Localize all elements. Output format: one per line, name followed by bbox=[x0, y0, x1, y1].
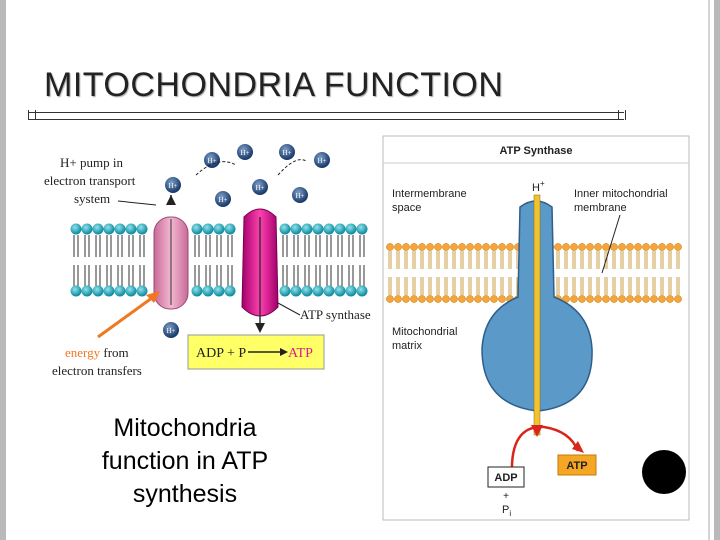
h-ion-icon: H+ bbox=[204, 152, 220, 168]
intermembrane-label-line2: space bbox=[392, 202, 421, 214]
proton-ions: H+ H+ H+ H+ H+ H+ H+ H+ H+ bbox=[163, 144, 330, 338]
title-rule-cap-left bbox=[28, 110, 36, 120]
svg-text:H+: H+ bbox=[295, 192, 304, 200]
reaction-arrow bbox=[510, 425, 580, 476]
atp-synthase-label: ATP synthase bbox=[300, 307, 371, 322]
atp-synthase-figure: ATP Synthase H+ Intermembrane space Inne… bbox=[382, 135, 690, 521]
plus-label: + bbox=[503, 491, 509, 502]
h-ion-icon: H+ bbox=[163, 322, 179, 338]
atp-box bbox=[557, 454, 597, 476]
atp-label: ATP bbox=[566, 460, 587, 472]
adp-label: ADP bbox=[494, 472, 517, 484]
matrix-label-line2: matrix bbox=[392, 340, 422, 352]
reaction-right: ATP bbox=[288, 346, 313, 361]
reaction-left: ADP + P bbox=[196, 346, 246, 361]
slide-frame-left bbox=[0, 0, 6, 540]
svg-text:H+: H+ bbox=[168, 182, 177, 190]
intermembrane-label-line1: Intermembrane bbox=[392, 188, 467, 200]
svg-text:H+: H+ bbox=[282, 149, 291, 157]
proton-label: H+ bbox=[532, 179, 545, 194]
svg-text:H+: H+ bbox=[166, 327, 175, 335]
svg-text:H+: H+ bbox=[255, 184, 264, 192]
title-rule bbox=[28, 112, 624, 120]
matrix-label-line1: Mitochondrial bbox=[392, 326, 457, 338]
h-ion-icon: H+ bbox=[215, 191, 231, 207]
svg-text:H+: H+ bbox=[317, 157, 326, 165]
h-ion-icon: H+ bbox=[279, 144, 295, 160]
proton-channel bbox=[533, 194, 541, 436]
slide-caption: Mitochondria function in ATP synthesis bbox=[60, 412, 310, 511]
energy-arrow bbox=[97, 293, 157, 339]
title-rule-cap-right bbox=[618, 110, 626, 120]
energy-label-line2: electron transfers bbox=[52, 363, 142, 378]
svg-text:H+: H+ bbox=[240, 149, 249, 157]
energy-label-line1: energy from bbox=[65, 345, 129, 360]
h-ion-icon: H+ bbox=[292, 187, 308, 203]
caption-line3: synthesis bbox=[132, 480, 238, 508]
pi-label: Pi bbox=[502, 504, 511, 518]
h-ion-icon: H+ bbox=[252, 179, 268, 195]
slide-frame-right-inner bbox=[708, 0, 710, 540]
slide-frame-right bbox=[714, 0, 720, 540]
atp-synthesis-diagram: H+ H+ H+ H+ H+ H+ H+ H+ H+ H+ pump in electron t… bbox=[44, 144, 371, 378]
adp-box bbox=[487, 466, 525, 488]
inner-membrane-label-line1: Inner mitochondrial bbox=[574, 188, 668, 200]
slide-dot bbox=[642, 450, 686, 494]
pump-label-line1: H+ pump in bbox=[60, 155, 123, 170]
slide-title: MITOCHONDRIA FUNCTION bbox=[44, 66, 504, 104]
h-ion-icon: H+ bbox=[165, 177, 181, 193]
caption-line1: Mitochondria bbox=[113, 414, 257, 442]
energy-word: energy bbox=[65, 345, 101, 360]
h-ion-icon: H+ bbox=[314, 152, 330, 168]
figure-title: ATP Synthase bbox=[500, 145, 573, 157]
lipid-bilayer bbox=[70, 223, 368, 297]
svg-text:H+: H+ bbox=[218, 196, 227, 204]
svg-text:H+: H+ bbox=[207, 157, 216, 165]
energy-rest: from bbox=[100, 345, 129, 360]
inner-membrane-label-line2: membrane bbox=[574, 202, 627, 214]
h-ion-icon: H+ bbox=[237, 144, 253, 160]
pump-label-line2: electron transport bbox=[44, 173, 136, 188]
pump-label-line3: system bbox=[74, 191, 110, 206]
caption-line2: function in ATP bbox=[101, 447, 269, 475]
